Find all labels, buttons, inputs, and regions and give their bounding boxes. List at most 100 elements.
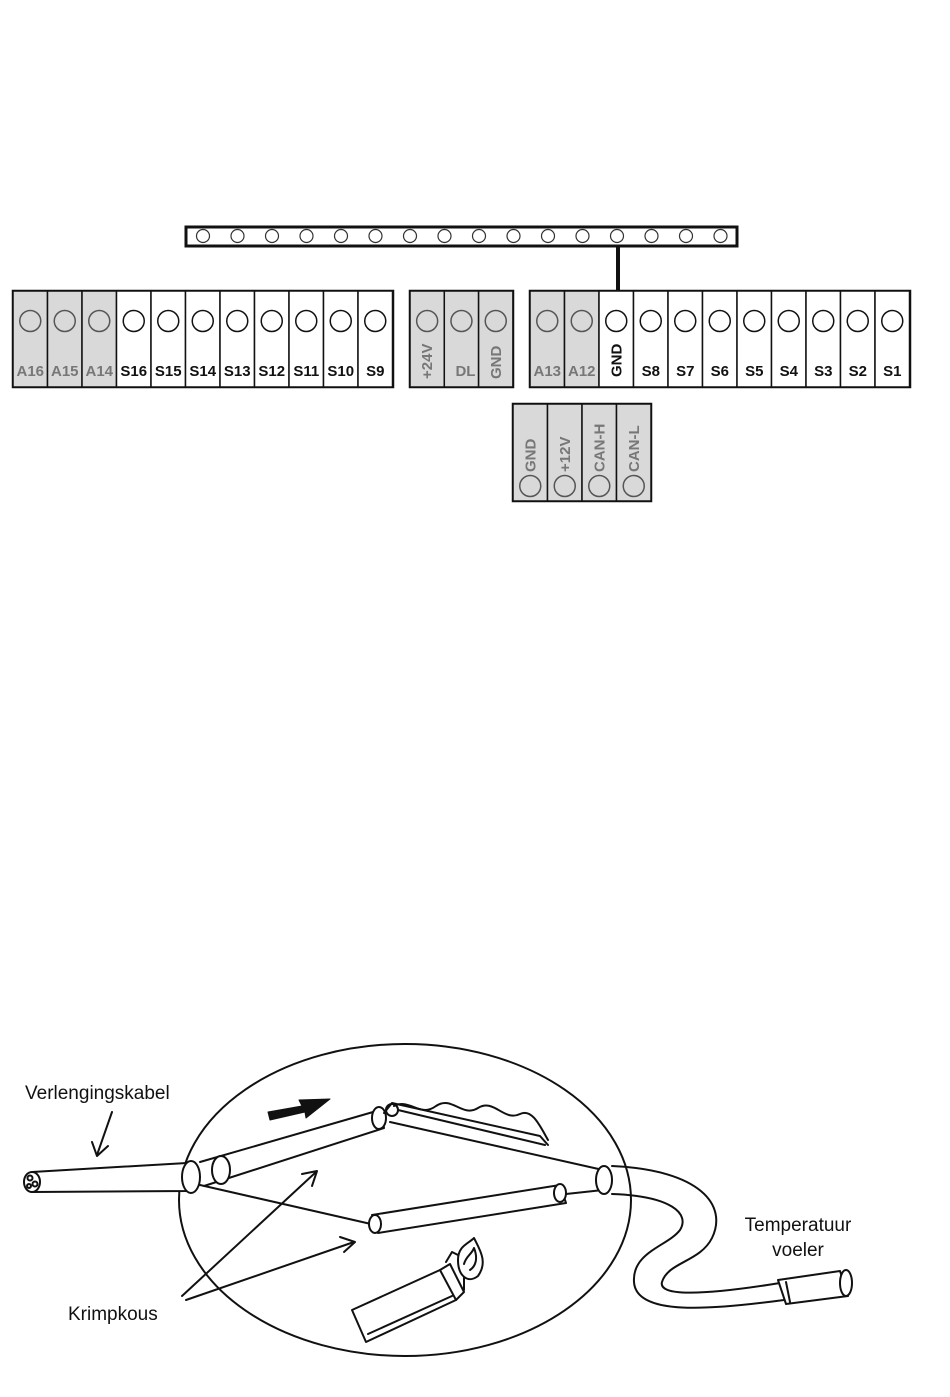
terminal-s12: S12 <box>255 291 290 387</box>
terminal-screw-hole <box>227 311 248 332</box>
terminal-screw-hole <box>778 311 799 332</box>
connector-strip-hole <box>576 230 589 243</box>
terminal-label: GND <box>608 344 625 378</box>
terminal-screw-hole <box>882 311 903 332</box>
connector-strip-hole <box>680 230 693 243</box>
terminal-s16: S16 <box>117 291 152 387</box>
terminal-24v: +24V <box>410 291 444 387</box>
terminal-screw-hole <box>192 311 213 332</box>
terminal-screw-hole <box>623 476 644 497</box>
terminal-screw-hole <box>571 311 592 332</box>
connector-strip-hole <box>404 230 417 243</box>
terminal-s10: S10 <box>324 291 359 387</box>
terminal-screw-hole <box>261 311 282 332</box>
label-heat-shrink: Krimpkous <box>68 1304 158 1325</box>
terminal-label: S15 <box>155 363 182 380</box>
terminal-screw-hole <box>485 311 506 332</box>
connector-strip <box>186 227 737 291</box>
terminal-label: S10 <box>327 363 354 380</box>
terminal-label: S11 <box>293 363 319 380</box>
terminal-label: GND <box>522 439 539 473</box>
connector-strip-hole <box>335 230 348 243</box>
sensor-cable <box>612 1166 852 1308</box>
connector-strip-hole <box>507 230 520 243</box>
terminal-screw-hole <box>675 311 696 332</box>
terminal-label: A16 <box>16 363 44 380</box>
terminal-block-left: A16 A15 A14 S16 S15 S14 S13 S12 S11 S10 S9 <box>13 291 393 387</box>
terminal-label: S12 <box>258 363 285 380</box>
terminal-s6: S6 <box>703 291 738 387</box>
terminal-screw-hole <box>417 311 438 332</box>
terminal-label: A14 <box>85 363 113 380</box>
terminal-screw-hole <box>365 311 386 332</box>
terminal-label: GND <box>488 346 505 380</box>
terminal-s11: S11 <box>289 291 324 387</box>
terminal-can-gnd: GND <box>513 404 548 501</box>
connector-strip-hole <box>611 230 624 243</box>
extension-cable <box>24 1163 189 1192</box>
terminal-s9: S9 <box>358 291 393 387</box>
connector-strip-hole <box>714 230 727 243</box>
terminal-s4: S4 <box>772 291 807 387</box>
terminal-screw-hole <box>847 311 868 332</box>
terminal-s14: S14 <box>186 291 221 387</box>
terminal-s5: S5 <box>737 291 772 387</box>
terminal-label: S16 <box>120 363 147 380</box>
terminal-s13: S13 <box>220 291 255 387</box>
terminal-label: A15 <box>51 363 79 380</box>
terminal-label: S8 <box>642 363 660 380</box>
terminal-label: S5 <box>745 363 763 380</box>
terminal-label: A13 <box>533 363 561 380</box>
terminal-label: +24V <box>419 344 436 379</box>
terminal-screw-hole <box>640 311 661 332</box>
terminal-screw-hole <box>296 311 317 332</box>
terminal-s7: S7 <box>668 291 703 387</box>
terminal-s8: S8 <box>634 291 669 387</box>
terminal-s1: S1 <box>875 291 910 387</box>
cable-entry-left <box>182 1161 200 1193</box>
label-sensor-line1: Temperatuur <box>745 1215 852 1236</box>
terminal-screw-hole <box>520 476 541 497</box>
terminal-label: S14 <box>189 363 216 380</box>
terminal-label: S6 <box>711 363 729 380</box>
terminal-gnd: GND <box>599 291 634 387</box>
terminal-screw-hole <box>20 311 41 332</box>
terminal-screw-hole <box>554 476 575 497</box>
terminal-label: S2 <box>849 363 867 380</box>
terminal-screw-hole <box>744 311 765 332</box>
cable-entry-right <box>596 1166 612 1194</box>
terminal-dl: DL <box>444 291 478 387</box>
terminal-label: S9 <box>366 363 384 380</box>
connector-strip-hole <box>266 230 279 243</box>
terminal-label: A12 <box>568 363 596 380</box>
terminal-gnd: GND <box>479 291 513 387</box>
terminal-screw-hole <box>589 476 610 497</box>
terminal-a12: A12 <box>565 291 600 387</box>
connector-strip-hole <box>300 230 313 243</box>
terminal-s3: S3 <box>806 291 841 387</box>
terminal-s2: S2 <box>841 291 876 387</box>
terminal-label: +12V <box>557 437 574 472</box>
terminal-label: DL <box>455 363 475 380</box>
terminal-label: S4 <box>780 363 799 380</box>
connector-strip-hole <box>231 230 244 243</box>
terminal-label: CAN-L <box>626 425 643 472</box>
terminal-screw-hole <box>54 311 75 332</box>
terminal-screw-hole <box>330 311 351 332</box>
terminal-label: S1 <box>883 363 901 380</box>
terminal-screw-hole <box>451 311 472 332</box>
terminal-can-canl: CAN-L <box>617 404 652 501</box>
terminal-screw-hole <box>813 311 834 332</box>
terminal-label: S13 <box>224 363 251 380</box>
terminal-can-12v: +12V <box>548 404 583 501</box>
terminal-block-power: +24V DL GND <box>410 291 513 387</box>
terminal-a14: A14 <box>82 291 117 387</box>
label-sensor-line2: voeler <box>772 1240 824 1261</box>
terminal-s15: S15 <box>151 291 186 387</box>
terminal-a15: A15 <box>48 291 83 387</box>
terminal-label: CAN-H <box>591 424 608 472</box>
terminal-label: S7 <box>676 363 694 380</box>
terminal-screw-hole <box>123 311 144 332</box>
